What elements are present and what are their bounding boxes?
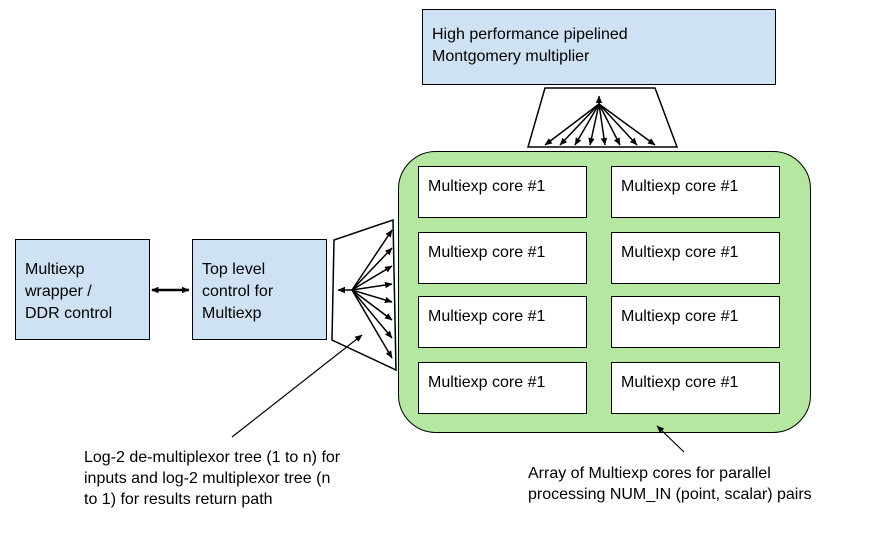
multiexp-core: Multiexp core #1 — [611, 166, 780, 218]
multiexp-core-label: Multiexp core #1 — [428, 374, 546, 391]
demux-tree-caption: Log-2 de-multiplexor tree (1 to n) for i… — [84, 449, 341, 508]
multiexp-core: Multiexp core #1 — [611, 232, 780, 284]
multiexp-core-label: Multiexp core #1 — [428, 308, 546, 325]
multiexp-core-label: Multiexp core #1 — [621, 178, 739, 195]
core-array-caption: Array of Multiexp cores for parallel pro… — [528, 465, 812, 503]
multiexp-core-label: Multiexp core #1 — [428, 178, 546, 195]
montgomery-fanout-arrows — [544, 95, 656, 146]
multiexp-core-label: Multiexp core #1 — [621, 244, 739, 261]
multiexp-core: Multiexp core #1 — [418, 232, 587, 284]
multiexp-core-label: Multiexp core #1 — [621, 374, 739, 391]
multiexp-core-label: Multiexp core #1 — [621, 308, 739, 325]
demux-tree-trapezoid — [331, 218, 397, 372]
demux-caption-leader — [231, 334, 363, 438]
demux-tree-arrows — [337, 229, 393, 359]
top-level-control-label: Top level control for Multiexp — [202, 261, 274, 322]
multiexp-core: Multiexp core #1 — [418, 362, 587, 414]
multiexp-core: Multiexp core #1 — [611, 296, 780, 348]
multiexp-wrapper-label: Multiexp wrapper / DDR control — [25, 261, 113, 322]
top-level-control-block: Top level control for Multiexp — [192, 239, 327, 340]
montgomery-multiplier-label: High performance pipelined Montgomery mu… — [432, 26, 628, 65]
multiexp-core: Multiexp core #1 — [611, 362, 780, 414]
montgomery-multiplier-block: High performance pipelined Montgomery mu… — [422, 9, 776, 85]
multiexp-wrapper-block: Multiexp wrapper / DDR control — [15, 239, 150, 340]
multiexp-core-label: Multiexp core #1 — [428, 244, 546, 261]
multiexp-core: Multiexp core #1 — [418, 166, 587, 218]
multiexp-core: Multiexp core #1 — [418, 296, 587, 348]
core-array-caption-leader — [656, 425, 685, 453]
montgomery-fanout-trapezoid — [527, 87, 679, 148]
